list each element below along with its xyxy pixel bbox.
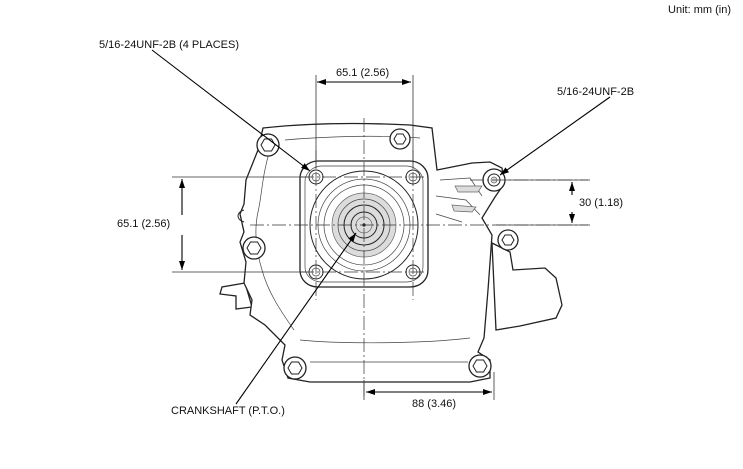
- leader-side-hole: [499, 96, 611, 176]
- small-notch-left: [237, 209, 245, 223]
- side-hole-offset-dimension: 30 (1.18): [579, 197, 624, 209]
- bolt-boss-top-right: [389, 128, 411, 150]
- horizontal-hole-spacing-dimension: 65.1 (2.56): [336, 67, 390, 79]
- right-side-arm: [491, 241, 563, 331]
- vertical-hole-spacing-dimension: 65.1 (2.56): [117, 218, 171, 230]
- mounting-holes-callout: 5/16-24UNF-2B (4 PLACES): [99, 39, 239, 51]
- unit-label: Unit: mm (in): [668, 4, 731, 16]
- pto-flange-inner: [304, 165, 424, 283]
- bolt-boss-left: [242, 236, 266, 260]
- inner-contour-bottom: [299, 337, 471, 363]
- right-rib-shading: [451, 185, 483, 213]
- bolt-boss-top-left: [256, 133, 280, 157]
- bolt-boss-bottom-left: [283, 356, 307, 380]
- bolt-boss-right: [497, 229, 519, 251]
- base-hole-distance-dimension: 88 (3.46): [412, 398, 457, 410]
- side-hole-callout: 5/16-24UNF-2B: [557, 86, 635, 98]
- crankshaft-callout: CRANKSHAFT (P.T.O.): [171, 405, 285, 417]
- leader-mounting-holes: [151, 49, 311, 172]
- leader-crankshaft: [235, 232, 357, 405]
- bolt-boss-bottom-right: [468, 354, 492, 378]
